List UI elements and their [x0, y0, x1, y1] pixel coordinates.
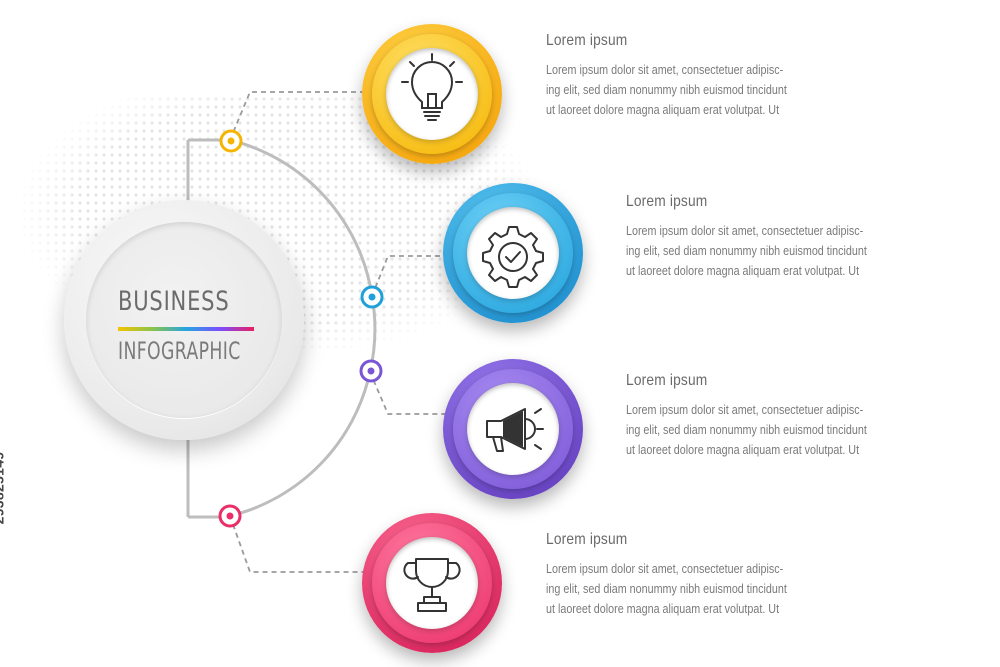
trophy-icon: [403, 558, 461, 612]
step-4-text: Lorem ipsum dolor sit amet, consectetuer…: [546, 562, 787, 616]
megaphone-icon: [486, 408, 544, 452]
step-2-node: [443, 183, 583, 323]
stock-id-label: 293825149: [0, 451, 7, 525]
arc-dot-2: [360, 285, 384, 309]
step-3-heading: Lorem ipsum: [626, 372, 708, 389]
step-1-node: [362, 24, 502, 164]
step-4-heading: Lorem ipsum: [546, 531, 628, 548]
rainbow-underline: [118, 327, 254, 331]
title-line-2: INFOGRAPHIC: [118, 337, 241, 365]
step-1-text: Lorem ipsum dolor sit amet, consectetuer…: [546, 63, 787, 117]
dash-3: [369, 371, 452, 415]
arc-dot-4: [218, 504, 242, 528]
dash-2: [371, 255, 452, 297]
dash-1: [229, 91, 372, 141]
step-2-heading: Lorem ipsum: [626, 193, 708, 210]
lightbulb-icon: [401, 53, 463, 121]
dash-4: [229, 515, 370, 573]
gear-check-icon: [482, 226, 544, 288]
step-1-heading: Lorem ipsum: [546, 32, 628, 49]
arc-dot-1: [219, 129, 243, 153]
step-2-text: Lorem ipsum dolor sit amet, consectetuer…: [626, 224, 867, 278]
title-line-1: BUSINESS: [118, 286, 230, 317]
step-4-node: [362, 513, 502, 653]
step-3-node: [443, 359, 583, 499]
arc-dot-3: [359, 359, 383, 383]
center-circle-inner: [86, 222, 282, 418]
step-3-text: Lorem ipsum dolor sit amet, consectetuer…: [626, 403, 867, 457]
